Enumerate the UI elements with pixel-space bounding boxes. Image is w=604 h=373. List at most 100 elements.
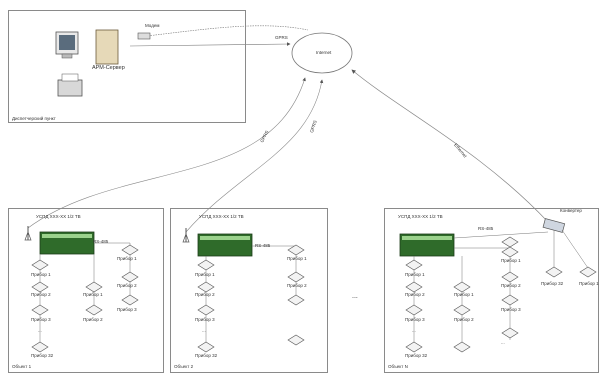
meter-label: Прибор 2 <box>31 292 51 297</box>
site-1-uplink <box>27 77 306 229</box>
meter-label: ... <box>501 340 505 345</box>
meter-label: Прибор 32 <box>195 353 218 358</box>
site-1-meter-icon <box>121 271 139 283</box>
meter-label: ... <box>202 328 206 333</box>
control-room-caption: Диспетчерский пункт <box>12 116 56 121</box>
site-n-controller-label: УСПД ХХХ-ХХ 1/2 ТВ <box>398 214 443 219</box>
meter-label: Прибор 1 <box>454 292 474 297</box>
site-n-uplink <box>351 69 549 223</box>
meter-label: Прибор 1 <box>579 281 599 286</box>
site-1-controller-label: УСПД ХХХ-ХХ 1/2 ТВ <box>36 214 81 219</box>
site-n-meter-icon <box>501 327 519 339</box>
uplink-label: GPRS <box>275 35 288 40</box>
meter-label: ... <box>38 328 42 333</box>
site-n-meter-icon <box>405 341 423 353</box>
control-room-frame <box>8 10 246 123</box>
meter-label: Прибор 2 <box>501 283 521 288</box>
site-1-meter-icon <box>31 304 49 316</box>
more-sites-ellipsis: ... <box>352 293 358 300</box>
meter-label: Прибор 1 <box>287 256 307 261</box>
network-label: Internet <box>316 50 332 55</box>
meter-label: Прибор 2 <box>454 317 474 322</box>
site-2-meter-icon <box>197 259 215 271</box>
meter-label: Прибор 2 <box>83 317 103 322</box>
site-1-meter-icon <box>85 304 103 316</box>
site-2-antenna-icon-base <box>182 233 190 243</box>
server-icon <box>95 29 119 65</box>
site-2-meter-icon <box>197 281 215 293</box>
site-2-meter-icon <box>197 304 215 316</box>
site-2-caption: Объект 2 <box>174 364 194 369</box>
site-n-converter-label: Конвертер <box>560 208 582 213</box>
site-1-frame <box>8 208 164 373</box>
site-1-meter-icon <box>31 259 49 271</box>
site-2-meter-icon <box>287 244 305 256</box>
meter-label: Прибор 3 <box>31 317 51 322</box>
meter-label: Прибор 1 <box>31 272 51 277</box>
site-2-meter-icon <box>287 334 305 346</box>
meter-label: Прибор 2 <box>117 283 137 288</box>
internet-cloud <box>291 32 353 74</box>
site-2-frame <box>170 208 328 373</box>
server-label: АРМ-Сервер <box>92 65 125 71</box>
site-n-meter-icon <box>501 246 519 258</box>
site-n-meter-icon <box>501 294 519 306</box>
site-2-meter-icon <box>287 271 305 283</box>
meter-label: Прибор 2 <box>405 292 425 297</box>
modem-icon <box>137 32 151 40</box>
site-1-meter-icon <box>121 294 139 306</box>
meter-label: Прибор 32 <box>31 353 54 358</box>
meter-label: Прибор 3 <box>405 317 425 322</box>
site-n-converter-drop-2 <box>561 229 589 269</box>
site-2-controller-icon-terminals <box>200 236 250 240</box>
meter-label: Прибор 3 <box>117 307 137 312</box>
site-n-meter-icon <box>405 259 423 271</box>
site-n-frame <box>384 208 599 373</box>
site-2-controller-label: УСПД ХХХ-ХХ 1/2 ТВ <box>199 214 244 219</box>
site-n-meter-icon <box>501 271 519 283</box>
site-n-caption: Объект N <box>388 364 408 369</box>
meter-label: Прибор 1 <box>117 256 137 261</box>
site-n-meter-icon <box>453 281 471 293</box>
site-n-meter-icon <box>545 266 563 278</box>
meter-label: Прибор 3 <box>195 317 215 322</box>
site-2-meter-icon <box>197 341 215 353</box>
meter-label: Прибор 3 <box>501 307 521 312</box>
meter-label: Прибор 1 <box>405 272 425 277</box>
monitor-stand <box>61 53 73 59</box>
monitor-screen <box>59 35 75 50</box>
site-n-meter-icon <box>579 266 597 278</box>
site-n-meter-icon <box>405 304 423 316</box>
site-1-controller-icon-terminals <box>42 234 92 238</box>
site-1-antenna-icon-base <box>24 231 32 241</box>
meter-label: Прибор 32 <box>405 353 428 358</box>
site-n-bus-line <box>453 231 549 239</box>
meter-label: Прибор 32 <box>541 281 564 286</box>
site-n-controller-icon-terminals <box>402 236 452 240</box>
server-uplink <box>129 42 291 47</box>
site-2-uplink <box>185 79 324 233</box>
meter-label: Прибор 2 <box>195 292 215 297</box>
meter-label: ... <box>412 328 416 333</box>
modem-label: Модем <box>145 23 160 28</box>
meter-label: Прибор 2 <box>287 283 307 288</box>
site-n-bus-label: RS-485 <box>478 226 494 231</box>
meter-label: Прибор 1 <box>195 272 215 277</box>
converter-icon <box>542 218 566 233</box>
site-1-meter-icon <box>85 281 103 293</box>
site-2-bus-label: RS-485 <box>255 243 271 248</box>
site-1-meter-icon <box>31 281 49 293</box>
site-n-meter-icon <box>405 281 423 293</box>
site-n-meter-icon <box>453 341 471 353</box>
printer-paper <box>61 73 79 82</box>
site-1-meter-icon <box>121 244 139 256</box>
modem-link <box>137 25 309 38</box>
site-2-meter-icon <box>287 294 305 306</box>
site-1-meter-icon <box>31 341 49 353</box>
site-1-bus-label: RS-485 <box>93 239 109 244</box>
meter-label: Прибор 1 <box>83 292 103 297</box>
site-n-meter-icon <box>453 304 471 316</box>
site-1-caption: Объект 1 <box>12 364 32 369</box>
